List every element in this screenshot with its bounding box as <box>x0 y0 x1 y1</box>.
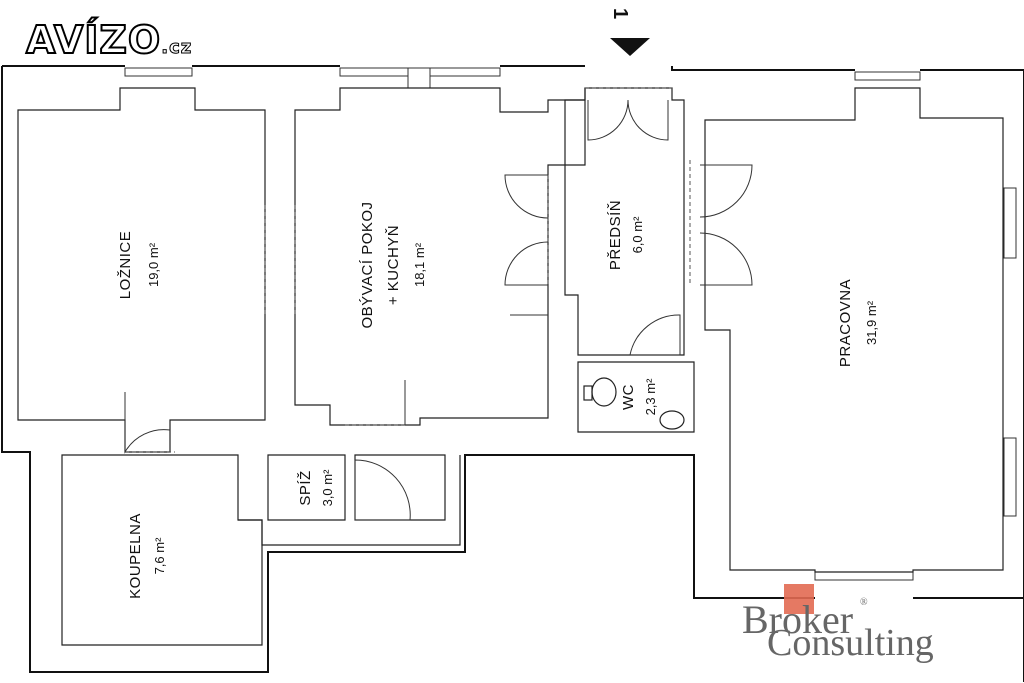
outer-walls <box>1 65 1024 682</box>
avizo-logo: AVÍZO.cz <box>25 17 193 63</box>
inner-corridor <box>238 455 461 546</box>
room-wc-walls <box>577 361 695 433</box>
room-loznice-walls <box>17 87 266 453</box>
consulting-text: Consulting <box>767 622 934 664</box>
entrance-arrow-icon <box>610 38 650 56</box>
svg-text:2,3 m²: 2,3 m² <box>643 378 658 416</box>
room-area-obyvaci: 18,1 m² <box>412 242 427 287</box>
room-label-koupelna: KOUPELNA <box>127 513 144 599</box>
svg-text:31,9 m²: 31,9 m² <box>864 300 879 345</box>
svg-text:SPÍŽ: SPÍŽ <box>297 470 314 505</box>
room-label-loznice: LOŽNICE <box>117 231 134 300</box>
svg-text:LOŽNICE: LOŽNICE <box>117 231 134 300</box>
svg-text:3,0 m²: 3,0 m² <box>320 469 335 507</box>
room-pracovna-walls <box>704 87 1004 573</box>
svg-text:KOUPELNA: KOUPELNA <box>127 513 144 599</box>
wc-fixtures <box>583 377 685 430</box>
doors <box>124 99 753 521</box>
room-label-obyvaci-2: + KUCHYŇ <box>385 225 402 305</box>
avizo-logo-text: AVÍZO <box>25 17 162 63</box>
room-label-wc: WC <box>620 384 637 410</box>
broker-consulting-square <box>784 584 814 614</box>
room-area-wc: 2,3 m² <box>643 378 658 416</box>
registered-mark: ® <box>860 597 868 608</box>
svg-text:+ KUCHYŇ: + KUCHYŇ <box>385 225 402 305</box>
room-label-obyvaci: OBÝVACÍ POKOJ <box>359 201 376 328</box>
room-area-predsin: 6,0 m² <box>630 216 645 254</box>
room-spiz-walls <box>267 454 446 521</box>
room-predsin-walls <box>564 87 685 356</box>
svg-text:19,0 m²: 19,0 m² <box>146 242 161 287</box>
room-label-pracovna: PRACOVNA <box>837 279 854 367</box>
avizo-logo-tld: .cz <box>161 37 193 59</box>
room-obyvaci-walls <box>294 87 586 426</box>
room-area-loznice: 19,0 m² <box>146 242 161 287</box>
svg-text:WC: WC <box>620 384 637 410</box>
svg-text:PRACOVNA: PRACOVNA <box>837 279 854 367</box>
dashed-openings <box>125 87 691 453</box>
room-area-spiz: 3,0 m² <box>320 469 335 507</box>
room-label-predsin: PŘEDSÍŇ <box>607 200 624 270</box>
svg-text:18,1 m²: 18,1 m² <box>412 242 427 287</box>
room-area-koupelna: 7,6 m² <box>152 537 167 575</box>
svg-text:7,6 m²: 7,6 m² <box>152 537 167 575</box>
svg-text:OBÝVACÍ POKOJ: OBÝVACÍ POKOJ <box>359 201 376 328</box>
svg-text:6,0 m²: 6,0 m² <box>630 216 645 254</box>
svg-text:PŘEDSÍŇ: PŘEDSÍŇ <box>607 200 624 270</box>
room-area-pracovna: 31,9 m² <box>864 300 879 345</box>
broker-text: Broker <box>742 597 854 642</box>
room-label-spiz: SPÍŽ <box>297 470 314 505</box>
entrance-number: 1 <box>609 7 632 20</box>
windows <box>124 67 1017 581</box>
